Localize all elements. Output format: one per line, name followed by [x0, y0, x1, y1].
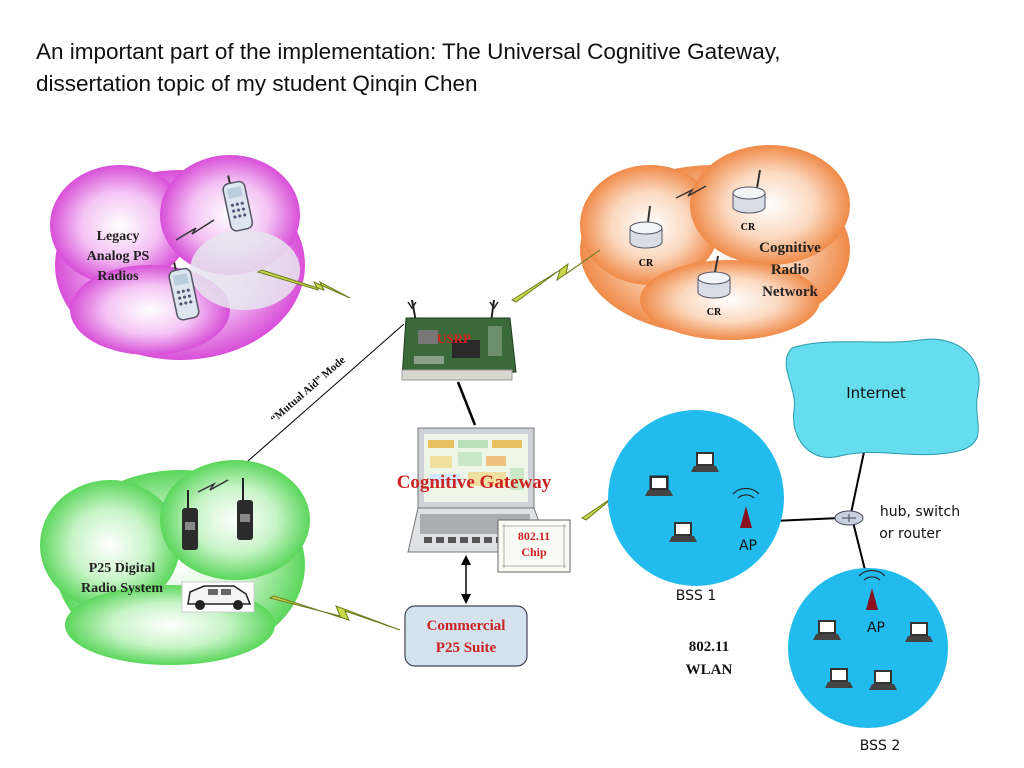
mutual-aid-label: “Mutual Aid” Mode [268, 354, 347, 425]
chip-line2: Chip [521, 545, 547, 559]
usrp-label: USRP [437, 331, 471, 346]
laptop-icon [645, 475, 673, 496]
laptop-icon [869, 670, 897, 690]
hub-router-icon [834, 510, 864, 526]
laptop-icon [825, 668, 853, 688]
cr-network-line2: Radio [771, 262, 809, 278]
link-usrp-gateway [456, 381, 477, 426]
cr-node-icon [629, 205, 663, 249]
p25-radio-icon [237, 478, 253, 540]
cr-network-line3: Network [762, 284, 818, 300]
legacy-line3: Radios [97, 269, 139, 284]
lightning-bolt-icon [510, 249, 601, 303]
bss1-circle [608, 410, 784, 586]
internet-cloud [785, 338, 980, 458]
cr-node-icon [732, 169, 766, 214]
p25-line1: P25 Digital [89, 561, 156, 576]
link-mutual-aid [239, 323, 405, 469]
legacy-line2: Analog PS [87, 249, 150, 264]
cr-label: CR [741, 222, 756, 233]
commercial-line1: Commercial [427, 618, 506, 634]
p25-cloud [40, 460, 310, 665]
bss2-circle [788, 568, 948, 728]
legacy-line1: Legacy [97, 229, 140, 244]
chip-line1: 802.11 [518, 529, 550, 543]
cr-label: CR [707, 307, 722, 318]
wireless-link-icon [175, 219, 215, 241]
link-hub-internet [849, 451, 865, 519]
cr-network-line1: Cognitive [759, 240, 821, 256]
hub-line1: hub, switch [880, 504, 960, 520]
wlan-line2: WLAN [686, 662, 733, 678]
car-icon [181, 581, 255, 613]
usrp-board-icon [401, 299, 517, 381]
p25-line2: Radio System [81, 581, 163, 596]
bss1-label: BSS 1 [676, 588, 717, 604]
p25-radio-icon [182, 490, 198, 550]
laptop-icon [813, 620, 841, 640]
arrow-down [461, 594, 471, 604]
cr-label: CR [639, 258, 654, 269]
title-line-1: An important part of the implementation:… [36, 39, 781, 64]
arrow-up [461, 555, 471, 565]
lightning-bolt-icon [268, 595, 401, 631]
title-line-2: dissertation topic of my student Qinqin … [36, 71, 478, 96]
gateway-label: Cognitive Gateway [397, 472, 552, 493]
laptop-icon [669, 522, 697, 542]
laptop-icon [691, 452, 719, 472]
slide-title: An important part of the implementation:… [36, 36, 996, 100]
commercial-p25-box [404, 605, 528, 667]
cr-node-icon [697, 255, 731, 299]
commercial-line2: P25 Suite [436, 640, 497, 656]
ap1-label: AP [739, 538, 757, 554]
lightning-bolt-icon [256, 269, 351, 299]
wireless-link-icon [675, 185, 707, 199]
access-point-icon [732, 487, 760, 528]
handheld-radio-icon [168, 262, 200, 321]
laptop-icon [905, 622, 933, 642]
internet-label: Internet [846, 384, 906, 402]
ap2-label: AP [867, 620, 885, 636]
cr-cloud [580, 145, 850, 340]
wireless-link-icon [197, 479, 229, 493]
wlan-line1: 802.11 [689, 639, 729, 655]
bss2-label: BSS 2 [860, 738, 901, 754]
handheld-radio-icon [222, 175, 254, 232]
wifi-chip-icon [497, 519, 571, 573]
access-point-icon [858, 569, 886, 610]
hub-line2: or router [879, 526, 941, 542]
